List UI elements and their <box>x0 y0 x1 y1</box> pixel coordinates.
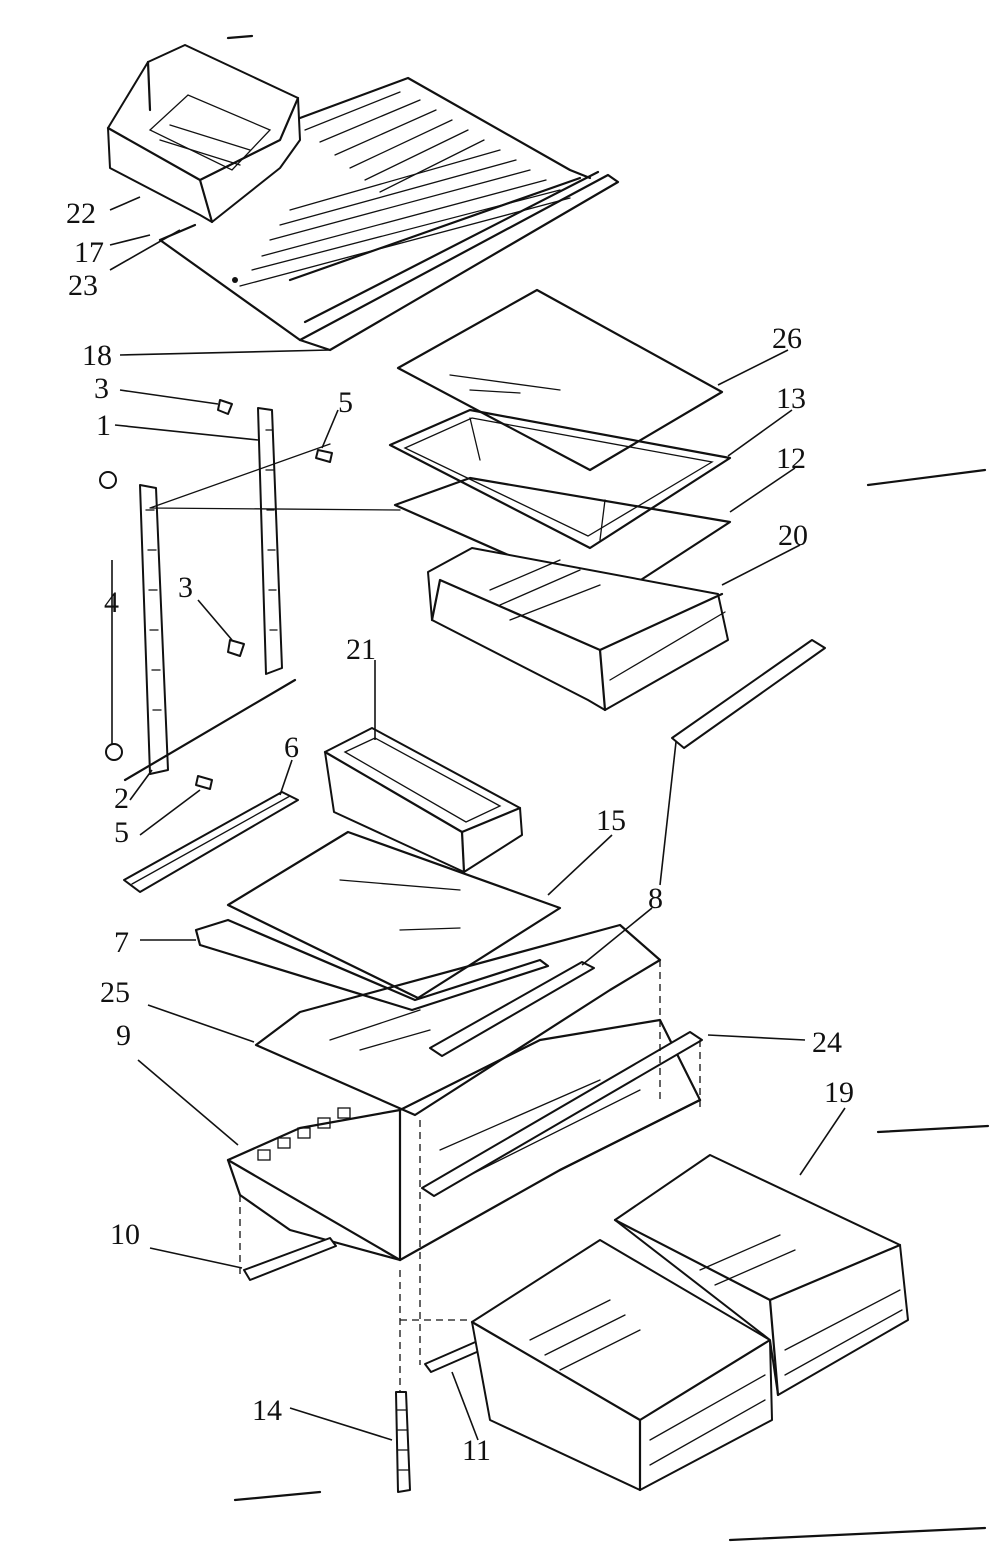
rail-part-6 <box>123 791 299 893</box>
callout-2: 2 <box>114 782 129 815</box>
callout-13: 13 <box>776 382 806 415</box>
pan-part-20 <box>427 547 729 712</box>
crisper-drawer-right <box>613 1154 909 1397</box>
callout-6: 6 <box>284 731 299 764</box>
callout-18: 18 <box>82 339 112 372</box>
assembly-lines <box>239 960 701 1400</box>
callout-10: 10 <box>110 1218 140 1251</box>
ladder-brackets <box>99 399 401 790</box>
edge-marks <box>226 34 990 1542</box>
callout-11: 11 <box>462 1434 491 1467</box>
callout-20: 20 <box>778 519 808 552</box>
callout-1: 1 <box>96 409 111 442</box>
callout-5b: 5 <box>114 816 129 849</box>
callouts: 22 17 23 18 26 13 12 20 3 1 5 3 4 21 6 2… <box>66 197 854 1467</box>
callout-3a: 3 <box>94 372 109 405</box>
callout-12: 12 <box>776 442 806 475</box>
callout-22: 22 <box>66 197 96 230</box>
callout-21: 21 <box>346 633 376 666</box>
callout-7: 7 <box>114 926 129 959</box>
callout-15: 15 <box>596 804 626 837</box>
callout-17: 17 <box>74 236 104 269</box>
callout-19: 19 <box>824 1076 854 1109</box>
callout-24: 24 <box>812 1026 842 1059</box>
frame-part-13 <box>388 408 732 550</box>
callout-4: 4 <box>104 586 119 619</box>
frame-part-7 <box>194 918 550 1012</box>
callout-8: 8 <box>648 882 663 915</box>
callout-25: 25 <box>100 976 130 1009</box>
rail-part-10 <box>243 1237 337 1281</box>
callout-5a: 5 <box>338 386 353 419</box>
bin-part-21 <box>323 727 523 874</box>
ladder-part-14 <box>395 1391 411 1493</box>
callout-3b: 3 <box>178 571 193 604</box>
glass-part-15 <box>226 830 562 1000</box>
callout-23: 23 <box>68 269 98 302</box>
callout-26: 26 <box>772 322 802 355</box>
leader-lines <box>109 196 846 1441</box>
wire-shelf <box>158 76 620 352</box>
rail-part-24 <box>421 1031 703 1197</box>
callout-9: 9 <box>116 1019 131 1052</box>
callout-14: 14 <box>252 1394 282 1427</box>
glass-part-26 <box>396 288 724 472</box>
crisper-drawer-left <box>470 1239 773 1492</box>
bin-part-22 <box>106 44 301 224</box>
rail-part-8 <box>671 639 826 749</box>
rail-part-8-lower <box>429 961 595 1057</box>
